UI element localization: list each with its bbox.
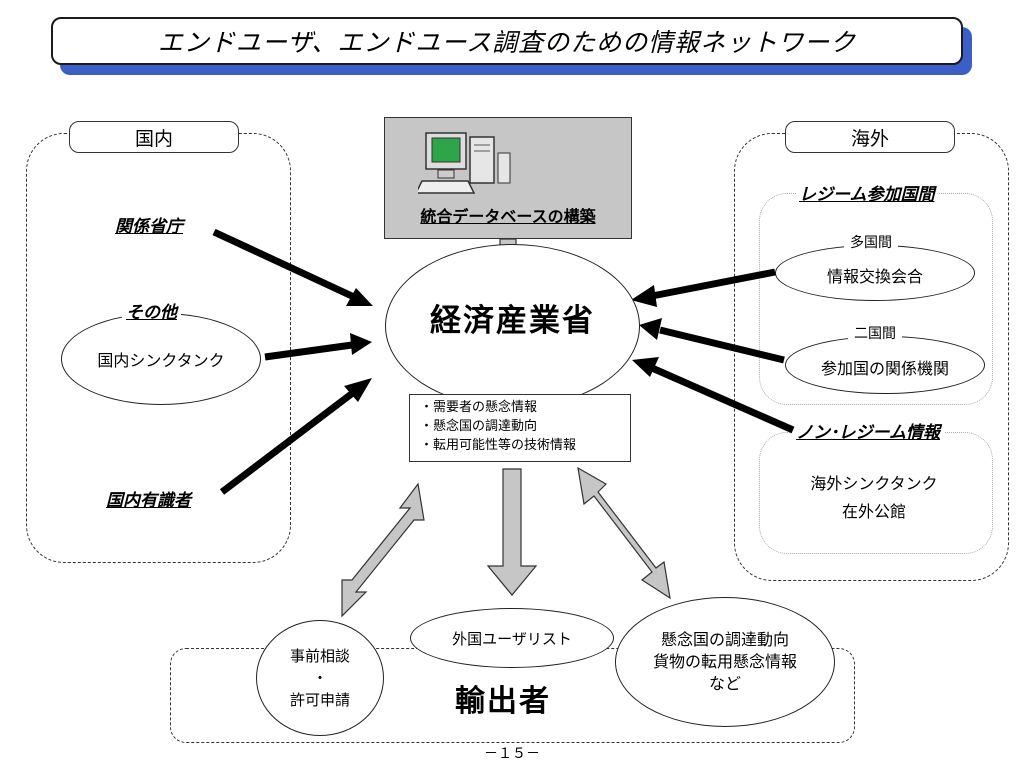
arrow-agencies-head [639, 318, 662, 340]
domestic-label: 国内 [69, 121, 239, 153]
bilateral-label: 二国間 [848, 323, 902, 343]
consultation-dot: ・ [312, 669, 328, 687]
user-list-label: 外国ユーザリスト [452, 629, 572, 648]
info-exchange-label: 情報交換会合 [826, 267, 923, 286]
arrow-think-tank [264, 341, 353, 361]
embassy-label: 在外公館 [841, 502, 906, 521]
info-item-technology: ・転用可能性等の技術情報 [420, 438, 577, 453]
regime-label: レジーム参加国間 [796, 180, 938, 205]
page-title: エンドユーザ、エンドユース調査のための情報ネットワーク [51, 17, 963, 65]
concern-node: 懸念国の調達動向 貨物の転用懸念情報 など [615, 597, 835, 727]
domestic-label-text: 国内 [134, 127, 173, 150]
arrow-non-regime [650, 364, 795, 434]
info-item-procurement: ・懸念国の調達動向 [420, 419, 538, 434]
multilateral-label: 多国間 [844, 232, 898, 252]
info-box: ・需要者の懸念情報 ・懸念国の調達動向 ・転用可能性等の技術情報 [409, 394, 631, 462]
page-number: －１５－ [484, 746, 540, 762]
page-title-text: エンドユーザ、エンドユース調査のための情報ネットワーク [157, 28, 857, 57]
arrow-experts [219, 389, 357, 495]
think-tank-node: 国内シンクタンク [61, 313, 261, 405]
overseas-label: 海外 [785, 121, 955, 153]
arrow-consult-double [341, 482, 425, 618]
overseas-label-text: 海外 [850, 127, 889, 150]
concern-line1: 懸念国の調達動向 [660, 630, 789, 649]
info-exchange-node: 情報交換会合 [775, 245, 975, 301]
foreign-think-tank-label: 海外シンクタンク [810, 474, 938, 493]
arrow-info-exchange-head [631, 285, 657, 307]
arrow-experts-head [344, 378, 372, 402]
arrow-ministries [212, 228, 356, 301]
ministry-label: 経済産業省 [430, 302, 595, 339]
concern-line3: など [708, 674, 741, 693]
user-list-node: 外国ユーザリスト [410, 608, 614, 668]
consultation-node: 事前相談 ・ 許可申請 [256, 620, 384, 736]
exporter-label: 輸出者 [455, 684, 551, 719]
experts-label: 国内有識者 [106, 491, 191, 511]
participating-agencies-label: 参加国の関係機関 [820, 359, 949, 378]
consultation-line1: 事前相談 [289, 647, 350, 665]
arrow-non-regime-head [632, 357, 659, 377]
computer-icon [418, 132, 511, 194]
arrow-think-tank-head [350, 333, 372, 355]
non-regime-label: ノン･レジーム情報 [792, 418, 944, 443]
think-tank-label: 国内シンクタンク [97, 351, 225, 370]
others-label: その他 [122, 298, 181, 323]
participating-agencies-node: 参加国の関係機関 [785, 336, 985, 394]
info-item-demand: ・需要者の懸念情報 [420, 400, 538, 415]
arrow-user-list-down [486, 468, 538, 596]
arrow-ministries-head [346, 288, 373, 306]
concern-line2: 貨物の転用懸念情報 [652, 652, 797, 671]
arrow-info-exchange [651, 268, 776, 300]
database-label: 統合データベースの構築 [420, 207, 596, 226]
arrow-agencies [659, 326, 785, 364]
ministry-node: 経済産業省 [385, 244, 640, 408]
consultation-line2: 許可申請 [289, 691, 350, 709]
arrow-concern-double [577, 466, 671, 600]
ministries-label: 関係省庁 [115, 217, 183, 237]
